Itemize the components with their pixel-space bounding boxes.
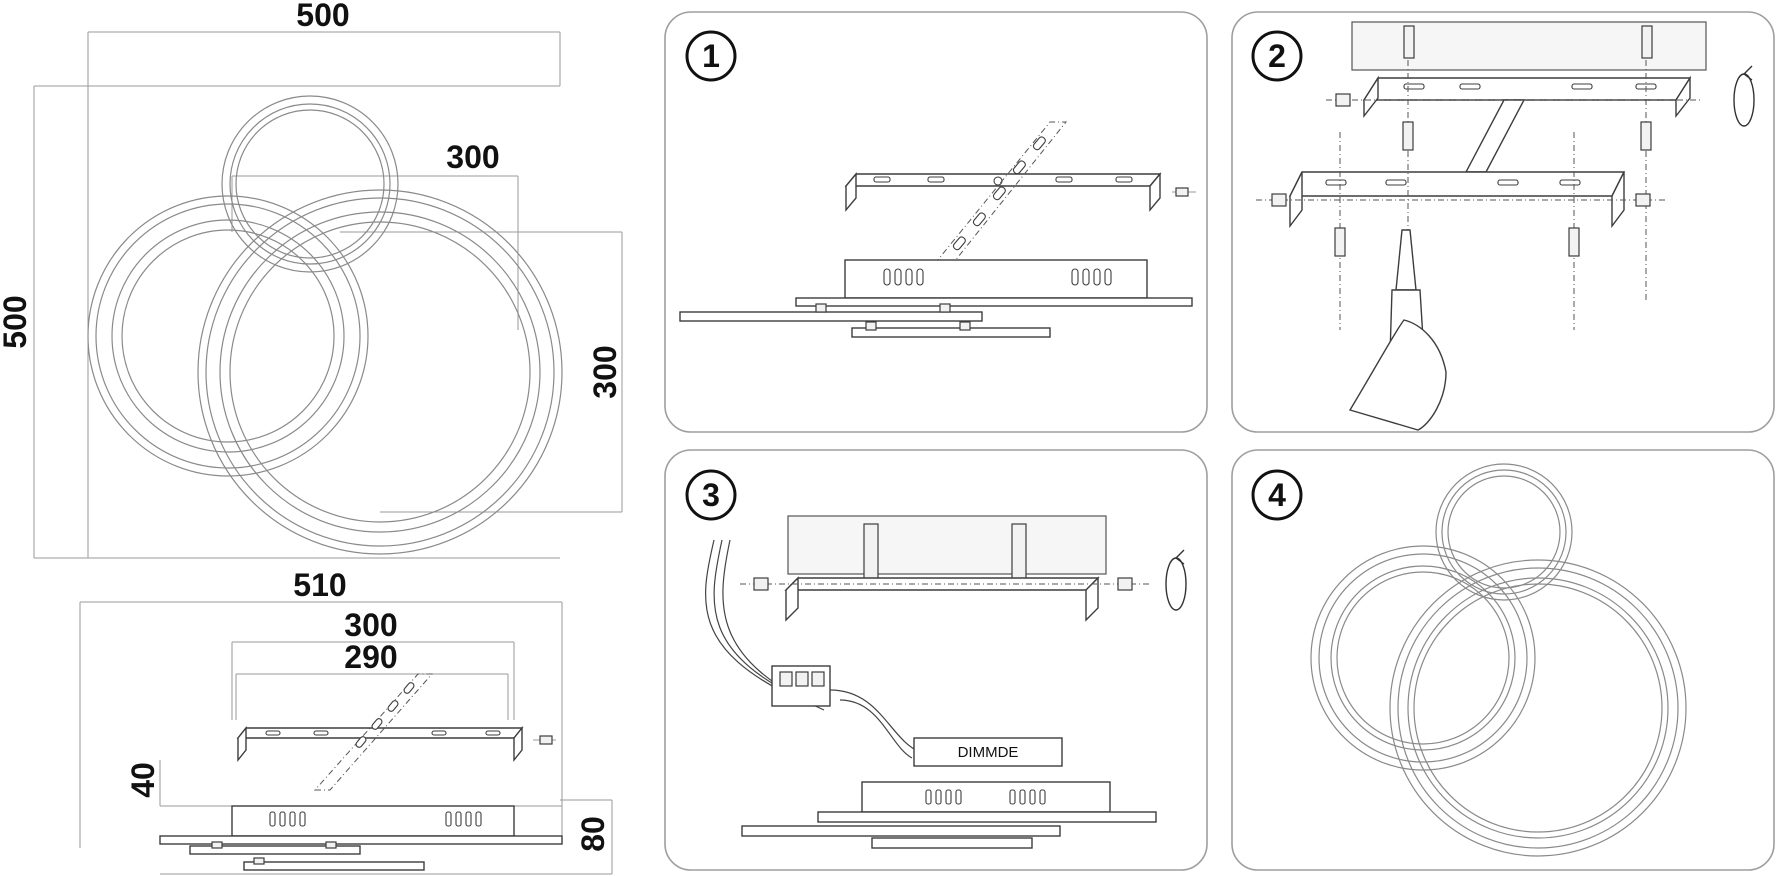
small-ring [221,95,399,273]
wires [704,539,921,759]
step-number-3: 3 [702,477,720,513]
driver-label: DIMMDE [958,744,1019,761]
front-view: 500 500 300 300 [0,0,623,559]
dim-height-80: 80 [575,816,611,852]
dim-bracket-290: 290 [344,639,397,675]
ceiling-block [787,515,1107,583]
medium-ring [87,195,369,477]
terminal-block [771,665,831,707]
step-panel-1: 1 [664,11,1208,433]
ring-plates [741,811,1157,849]
driver-box [844,259,1148,299]
side-crossbar [313,673,434,791]
dim-bracket-300: 300 [344,607,397,643]
dim-side-width-510: 510 [293,567,346,603]
assembled-lamp [1310,463,1687,857]
screws [1256,60,1700,330]
side-driver-box [231,805,515,837]
driver-label-box: DIMMDE [913,737,1063,767]
upper-bracket [1362,75,1692,119]
dim-width-500: 500 [296,0,349,33]
dim-inner-width-300: 300 [446,139,499,175]
cross-bar [926,121,1068,273]
step-panel-2: 2 [1231,11,1775,433]
dim-height-500: 500 [0,295,33,348]
mounting-bracket [740,576,1150,622]
large-ring [197,189,563,555]
ceiling-block [1351,21,1707,71]
driver-box [861,781,1111,813]
screwdriver-icon [1348,229,1447,431]
dim-height-40: 40 [125,762,161,798]
rotate-arrow-icon [1165,549,1187,611]
step-number-2: 2 [1268,38,1286,74]
step-panel-3: 3 [664,449,1208,871]
side-ring-plates [159,835,563,871]
step-number-1: 1 [702,38,720,74]
rotate-arrow-icon [1733,65,1755,127]
step-number-4: 4 [1268,477,1286,513]
ring-plates [679,297,1193,338]
side-view: 510 300 290 40 80 [79,567,613,875]
dim-inner-height-300: 300 [587,345,623,398]
step-panel-4: 4 [1231,449,1775,871]
side-bracket [236,726,556,762]
lower-bracket [1288,171,1626,229]
